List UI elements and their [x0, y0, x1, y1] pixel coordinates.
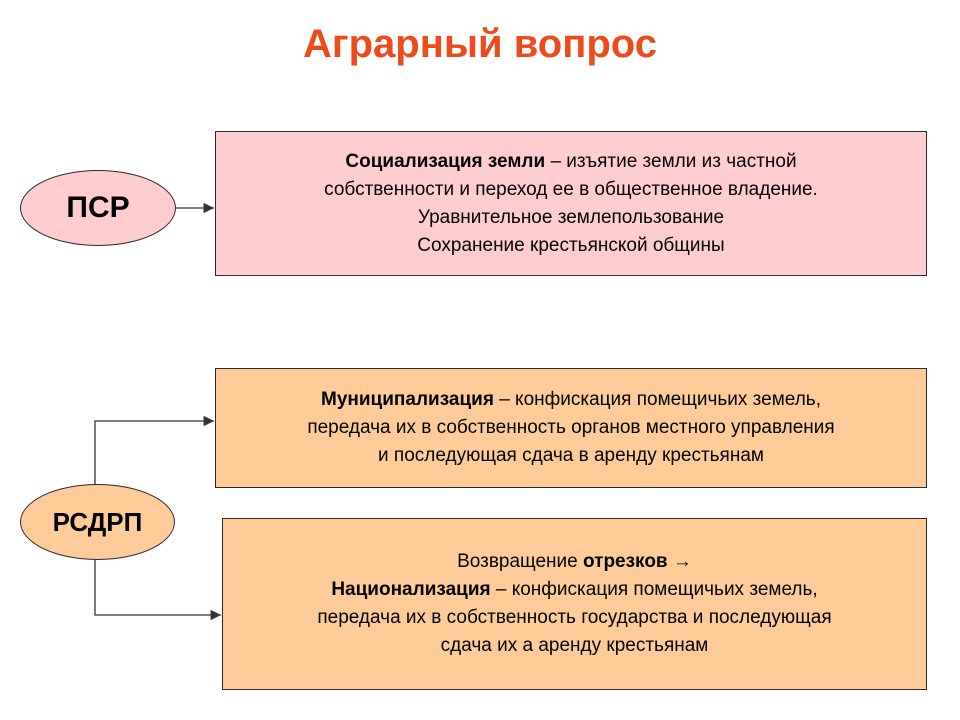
- psr-line-3: Уравнительное землепользование: [417, 206, 725, 228]
- nat-line-4: сдача их а аренду крестьянам: [440, 635, 709, 656]
- nat-line-3: передача их в собственность государства …: [317, 607, 832, 628]
- muni-line-1: Муниципализация – конфискация помещичьих…: [321, 386, 821, 414]
- psr-label: ПСР: [66, 191, 130, 224]
- muni-line-2: передача их в собственность органов мест…: [307, 417, 835, 438]
- nat-line-2: Национализация – конфискация помещичьих …: [331, 576, 817, 604]
- nationalization-definition: – конфискация помещичьих земель,: [490, 579, 818, 600]
- psr-node: ПСР: [20, 170, 176, 246]
- psr-line-2: собственности и переход ее в общественно…: [324, 178, 818, 200]
- arrow-glyph: →: [667, 551, 692, 572]
- psr-program-box: Социализация земли – изъятие земли из ча…: [215, 131, 927, 276]
- return-prefix: Возвращение: [457, 551, 583, 572]
- municipalization-term: Муниципализация: [321, 389, 494, 410]
- nationalization-term: Национализация: [331, 579, 491, 600]
- rsdrp-to-muni-arrow: [94, 415, 214, 484]
- rsdrp-to-nat-arrow: [94, 560, 221, 621]
- psr-line-4: Сохранение крестьянской общины: [417, 234, 725, 256]
- socialization-definition: – изъятие земли из частной: [545, 150, 797, 172]
- municipalization-box: Муниципализация – конфискация помещичьих…: [215, 368, 927, 488]
- rsdrp-node: РСДРП: [20, 484, 175, 560]
- nat-line-1: Возвращение отрезков →: [457, 548, 692, 576]
- muni-line-3: и последующая сдача в аренду крестьянам: [378, 445, 764, 466]
- rsdrp-label: РСДРП: [52, 506, 143, 537]
- psr-line-1: Социализация земли – изъятие земли из ча…: [345, 148, 796, 176]
- nationalization-box: Возвращение отрезков → Национализация – …: [222, 518, 927, 690]
- otrezki-term: отрезков: [583, 551, 668, 572]
- municipalization-definition: – конфискация помещичьих земель,: [493, 389, 821, 410]
- page-title: Аграрный вопрос: [303, 22, 657, 66]
- socialization-term: Социализация земли: [345, 150, 546, 172]
